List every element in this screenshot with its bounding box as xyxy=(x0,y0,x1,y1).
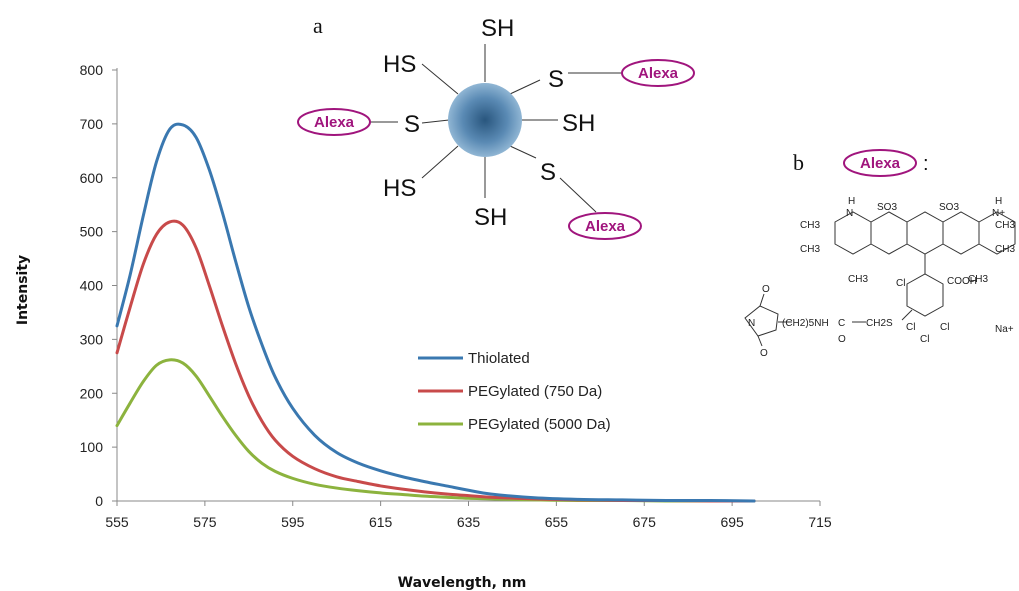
legend-label-1: PEGylated (750 Da) xyxy=(468,383,602,400)
alexa-badges: Alexa Alexa Alexa xyxy=(297,59,695,240)
schematic-b: b Alexa : SO3 SO3 H N N+ xyxy=(744,149,1016,359)
x-tick-label: 555 xyxy=(105,514,129,530)
alexa-badge-bottom xyxy=(568,212,642,240)
y-tick-label: 500 xyxy=(80,224,104,240)
chem-ch3-3: CH3 xyxy=(848,274,868,285)
chem-cooh: COOH xyxy=(947,276,977,287)
chem-cl-1: Cl xyxy=(896,278,905,289)
group-sh-top: SH xyxy=(481,15,514,42)
surface-groups: SH HS S SH S SH HS S xyxy=(383,15,595,231)
legend-label-2: PEGylated (5000 Da) xyxy=(468,416,611,433)
y-tick-label: 100 xyxy=(80,439,104,455)
chem-ch2s: CH2S xyxy=(866,318,893,329)
tick-labels: 0 100 200 300 400 500 600 700 800 555 575 595 615 635… xyxy=(80,62,832,530)
bond-top-right xyxy=(509,79,541,95)
chem-h-right: H xyxy=(995,196,1002,207)
bond-bottom-right xyxy=(509,145,537,159)
x-tick-label: 675 xyxy=(633,514,657,530)
x-tick-label: 715 xyxy=(808,514,832,530)
x-tick-label: 635 xyxy=(457,514,481,530)
chem-ch3-4: CH3 xyxy=(995,220,1015,231)
y-tick-label: 600 xyxy=(80,170,104,186)
chem-n-maleimide: N xyxy=(748,318,755,329)
ring-right xyxy=(942,211,980,255)
series-line-2 xyxy=(115,358,756,503)
x-tick-label: 595 xyxy=(281,514,305,530)
group-sh-right: SH xyxy=(562,110,595,137)
y-tick-label: 300 xyxy=(80,331,104,347)
alexa-label-bottom: Alexa xyxy=(585,218,626,235)
chem-o-carbonyl: O xyxy=(838,334,846,345)
chem-na: Na+ xyxy=(995,324,1014,335)
bond-left xyxy=(421,119,450,124)
ring-maleimide xyxy=(744,305,779,337)
chem-n-right: N+ xyxy=(992,208,1005,219)
x-tick-label: 615 xyxy=(369,514,393,530)
chem-cl-2: Cl xyxy=(906,322,915,333)
alexa-label-left: Alexa xyxy=(314,114,355,131)
chem-ch3-6: CH3 xyxy=(968,274,988,285)
alexa-badge-left xyxy=(297,108,371,136)
linker-3 xyxy=(901,309,913,321)
group-hs-top-left: HS xyxy=(383,51,416,78)
y-tick-label: 400 xyxy=(80,278,104,294)
bond-top-left xyxy=(421,63,459,95)
chem-ch3-2: CH3 xyxy=(800,244,820,255)
chem-linker-nh: (CH2)5NH xyxy=(782,318,829,329)
dye-structure xyxy=(744,211,1016,347)
alexa-badge-b xyxy=(843,149,917,177)
chem-ch3-5: CH3 xyxy=(995,244,1015,255)
bond-maleimide-o2 xyxy=(757,335,763,347)
panel-letter-a: a xyxy=(313,13,323,38)
group-s-left: S xyxy=(404,111,420,138)
group-s-bottom-right: S xyxy=(540,159,556,186)
y-axis-title: Intensity xyxy=(15,255,31,325)
chem-c: C xyxy=(838,318,845,329)
alexa-label-top: Alexa xyxy=(638,65,679,82)
x-tick-label: 655 xyxy=(545,514,569,530)
chem-o-1: O xyxy=(762,284,770,295)
series-layer xyxy=(115,122,756,503)
chem-o-2: O xyxy=(760,348,768,359)
alexa-label-b: Alexa xyxy=(860,155,901,172)
chem-h-left: H xyxy=(848,196,855,207)
x-tick-label: 695 xyxy=(720,514,744,530)
y-tick-label: 700 xyxy=(80,116,104,132)
ligand-bonds xyxy=(369,44,622,213)
chem-so3-2: SO3 xyxy=(939,202,959,213)
x-tick-label: 575 xyxy=(193,514,217,530)
chem-so3-1: SO3 xyxy=(877,202,897,213)
y-tick-label: 0 xyxy=(95,493,103,509)
colon-b: : xyxy=(923,153,929,175)
series-line-1 xyxy=(115,219,756,503)
dye-atom-labels: SO3 SO3 H N N+ H CH3 CH3 CH3 CH3 CH3 CH3… xyxy=(748,196,1015,359)
group-hs-bottom-left: HS xyxy=(383,175,416,202)
group-s-top-right: S xyxy=(548,66,564,93)
legend-label-0: Thiolated xyxy=(468,350,530,367)
nanoparticle xyxy=(448,83,522,157)
series-line-0 xyxy=(115,122,756,503)
y-tick-label: 800 xyxy=(80,62,104,78)
x-axis-title: Wavelength, nm xyxy=(398,575,527,591)
y-tick-label: 200 xyxy=(80,385,104,401)
chem-ch3-1: CH3 xyxy=(800,220,820,231)
ring-left xyxy=(870,211,908,255)
chem-n-left: N xyxy=(846,208,853,219)
chem-cl-4: Cl xyxy=(920,334,929,345)
ring-outer-right xyxy=(978,211,1016,255)
bond-alexa-bottom xyxy=(559,177,597,213)
group-sh-bottom: SH xyxy=(474,204,507,231)
bond-bottom-left xyxy=(421,145,459,179)
bond-maleimide-o1 xyxy=(759,293,765,307)
alexa-badge-top xyxy=(621,59,695,87)
line-chart: 0 100 200 300 400 500 600 700 800 555 575 595 615 635… xyxy=(15,62,832,591)
ring-center xyxy=(906,211,944,255)
ring-phenyl xyxy=(906,273,944,317)
panel-letter-b: b xyxy=(793,150,804,175)
chem-cl-3: Cl xyxy=(940,322,949,333)
ring-outer-left xyxy=(834,211,872,255)
schematic-a: a SH HS S SH S SH HS S Alex xyxy=(297,13,695,240)
